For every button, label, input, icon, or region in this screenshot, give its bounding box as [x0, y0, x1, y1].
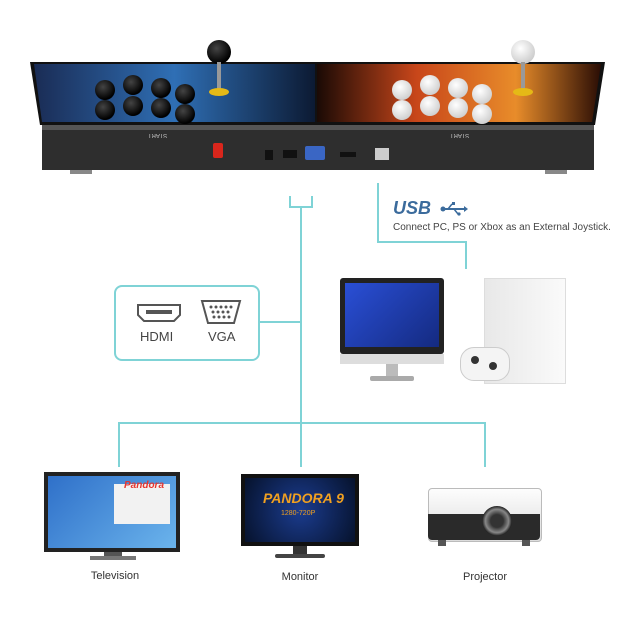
arcade-console: START START [30, 40, 605, 175]
tv-screen-title: Pandora [124, 480, 165, 491]
usb-description: Connect PC, PS or Xbox as an External Jo… [393, 222, 611, 233]
vga-icon [200, 300, 242, 324]
usb-icon [440, 202, 469, 216]
xbox-controller-icon [460, 347, 510, 381]
video-ports-box: HDMI VGA [114, 285, 260, 361]
hdmi-icon [137, 304, 181, 322]
pc-monitor-illustration [340, 278, 446, 386]
hdmi-label: HDMI [140, 329, 174, 344]
console-body [30, 62, 605, 174]
left-joystick [204, 40, 234, 100]
monitor-screen-title: PANDORA 9 [263, 490, 344, 506]
right-start-label: START [450, 132, 470, 138]
monitor-screen-resolution: 1280-720P [281, 510, 316, 517]
power-switch-icon [213, 143, 223, 158]
television-label: Television [90, 570, 140, 582]
vga-port-icon [305, 146, 325, 160]
vga-label: VGA [208, 329, 236, 344]
projector-illustration [424, 478, 544, 552]
projector-label: Projector [462, 571, 508, 583]
monitor-label: Monitor [281, 571, 319, 583]
left-start-label: START [148, 132, 168, 138]
hdmi-port-icon [283, 150, 297, 158]
usb-port-icon [375, 148, 389, 160]
monitor-illustration: PANDORA 9 1280-720P [241, 474, 361, 562]
television-illustration: Pandora [44, 472, 184, 562]
right-joystick [508, 40, 538, 100]
dc-port-icon [265, 150, 273, 160]
usb-title: USB [393, 198, 469, 219]
